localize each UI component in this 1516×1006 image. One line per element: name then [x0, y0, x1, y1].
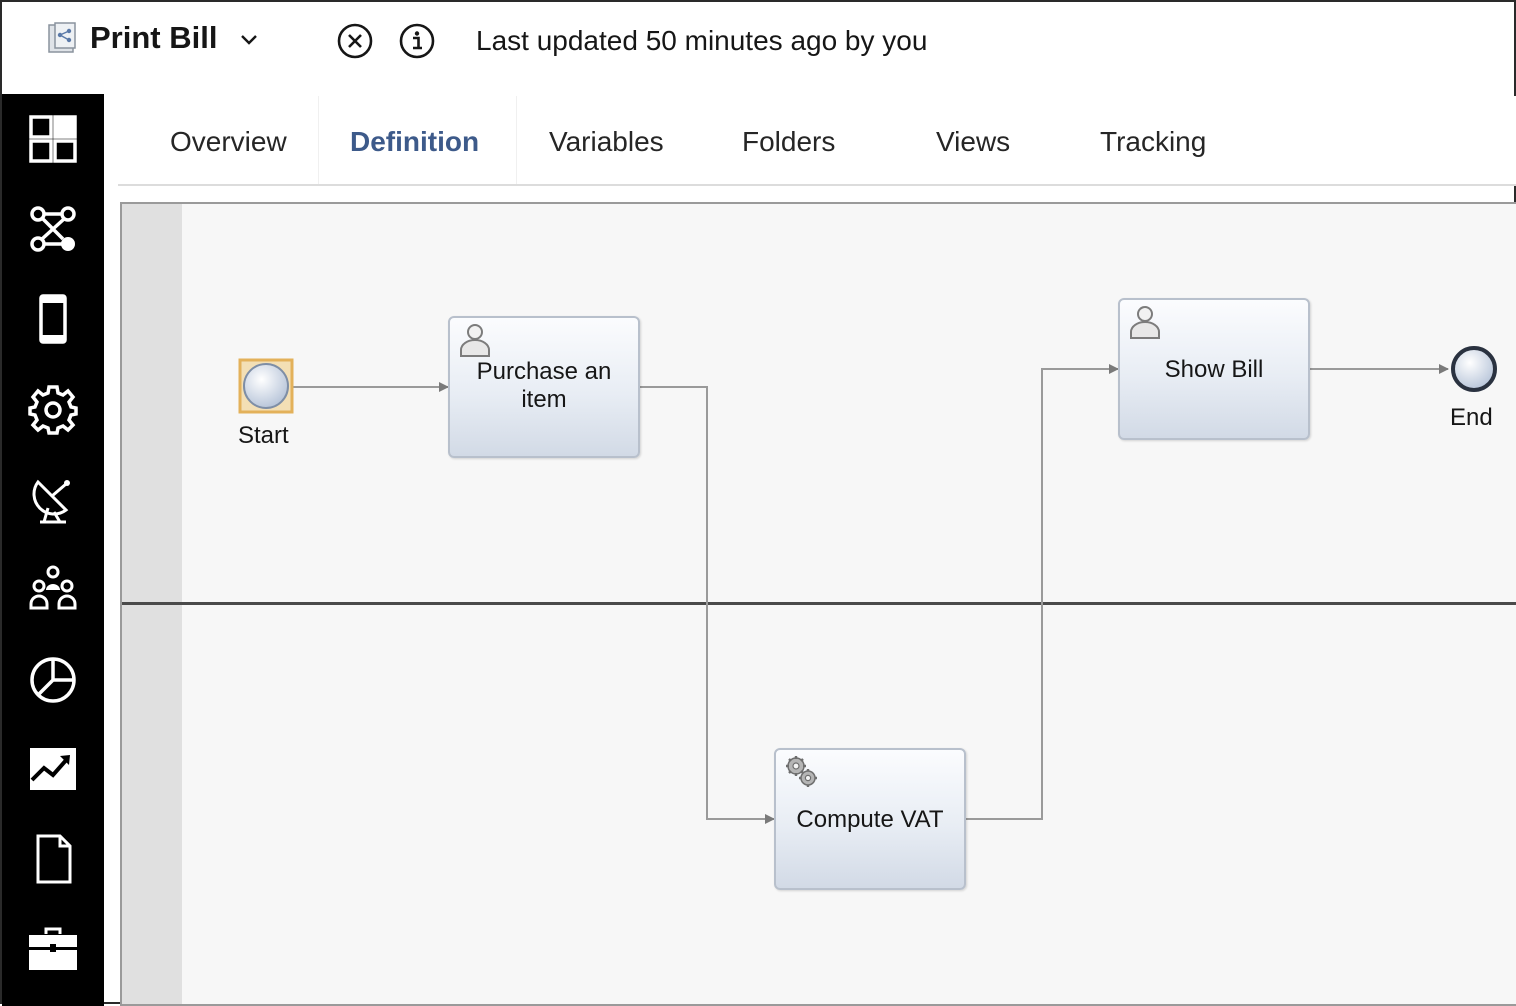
task-purchase-an-item[interactable]: Purchase an item	[448, 316, 640, 458]
pie-chart-icon[interactable]	[26, 652, 80, 706]
tab-folders[interactable]: Folders	[742, 126, 836, 157]
process-flow-icon[interactable]	[26, 202, 80, 256]
settings-gear-icon[interactable]	[26, 382, 80, 436]
process-app-icon	[48, 22, 76, 53]
close-circle-icon[interactable]	[336, 22, 374, 60]
last-updated-status: Last updated 50 minutes ago by you	[476, 25, 928, 56]
flow-compute-to-show	[964, 364, 1119, 820]
header-bar: Print Bill Last updated 50 minutes ago b…	[2, 2, 1514, 94]
dashboard-icon[interactable]	[26, 112, 80, 166]
toolbox-icon[interactable]	[26, 922, 80, 976]
swimlane-divider	[122, 602, 1516, 605]
task-label: Compute VAT	[796, 806, 944, 833]
tab-views[interactable]: Views	[936, 126, 1011, 157]
start-event-label: Start	[238, 422, 289, 449]
tab-tracking[interactable]: Tracking	[1100, 126, 1207, 157]
task-compute-vat[interactable]: Compute VAT	[774, 748, 966, 890]
end-event-label: End	[1450, 404, 1493, 431]
start-event	[243, 363, 289, 409]
task-label: Show Bill	[1164, 356, 1264, 383]
end-event	[1451, 346, 1497, 392]
tab-separator	[516, 96, 517, 184]
chevron-down-icon[interactable]	[238, 28, 260, 50]
document-icon[interactable]	[26, 832, 80, 886]
tab-overview[interactable]: Overview	[170, 126, 287, 157]
process-diagram-canvas[interactable]: Start End Purchase an item	[120, 202, 1516, 1006]
tab-definition[interactable]: Definition	[350, 126, 480, 157]
user-task-icon	[1130, 306, 1160, 339]
system-task-gears-icon	[786, 756, 817, 787]
team-icon[interactable]	[26, 562, 80, 616]
mobile-device-icon[interactable]	[26, 292, 80, 346]
sidebar	[2, 94, 104, 1006]
sequence-flows	[238, 346, 1497, 824]
trend-chart-icon[interactable]	[26, 742, 80, 796]
flow-purchase-to-compute	[638, 386, 775, 824]
tab-bar: Overview Definition Variables Folders Vi…	[118, 96, 1516, 186]
task-label-line2: item	[521, 386, 567, 413]
tab-separator	[318, 96, 319, 184]
user-task-icon	[460, 324, 490, 357]
satellite-dish-icon[interactable]	[26, 472, 80, 526]
task-label-line1: Purchase an	[476, 358, 612, 385]
page-title[interactable]: Print Bill	[90, 20, 218, 55]
info-circle-icon[interactable]	[398, 22, 436, 60]
task-show-bill[interactable]: Show Bill	[1118, 298, 1310, 440]
tab-variables[interactable]: Variables	[549, 126, 664, 157]
